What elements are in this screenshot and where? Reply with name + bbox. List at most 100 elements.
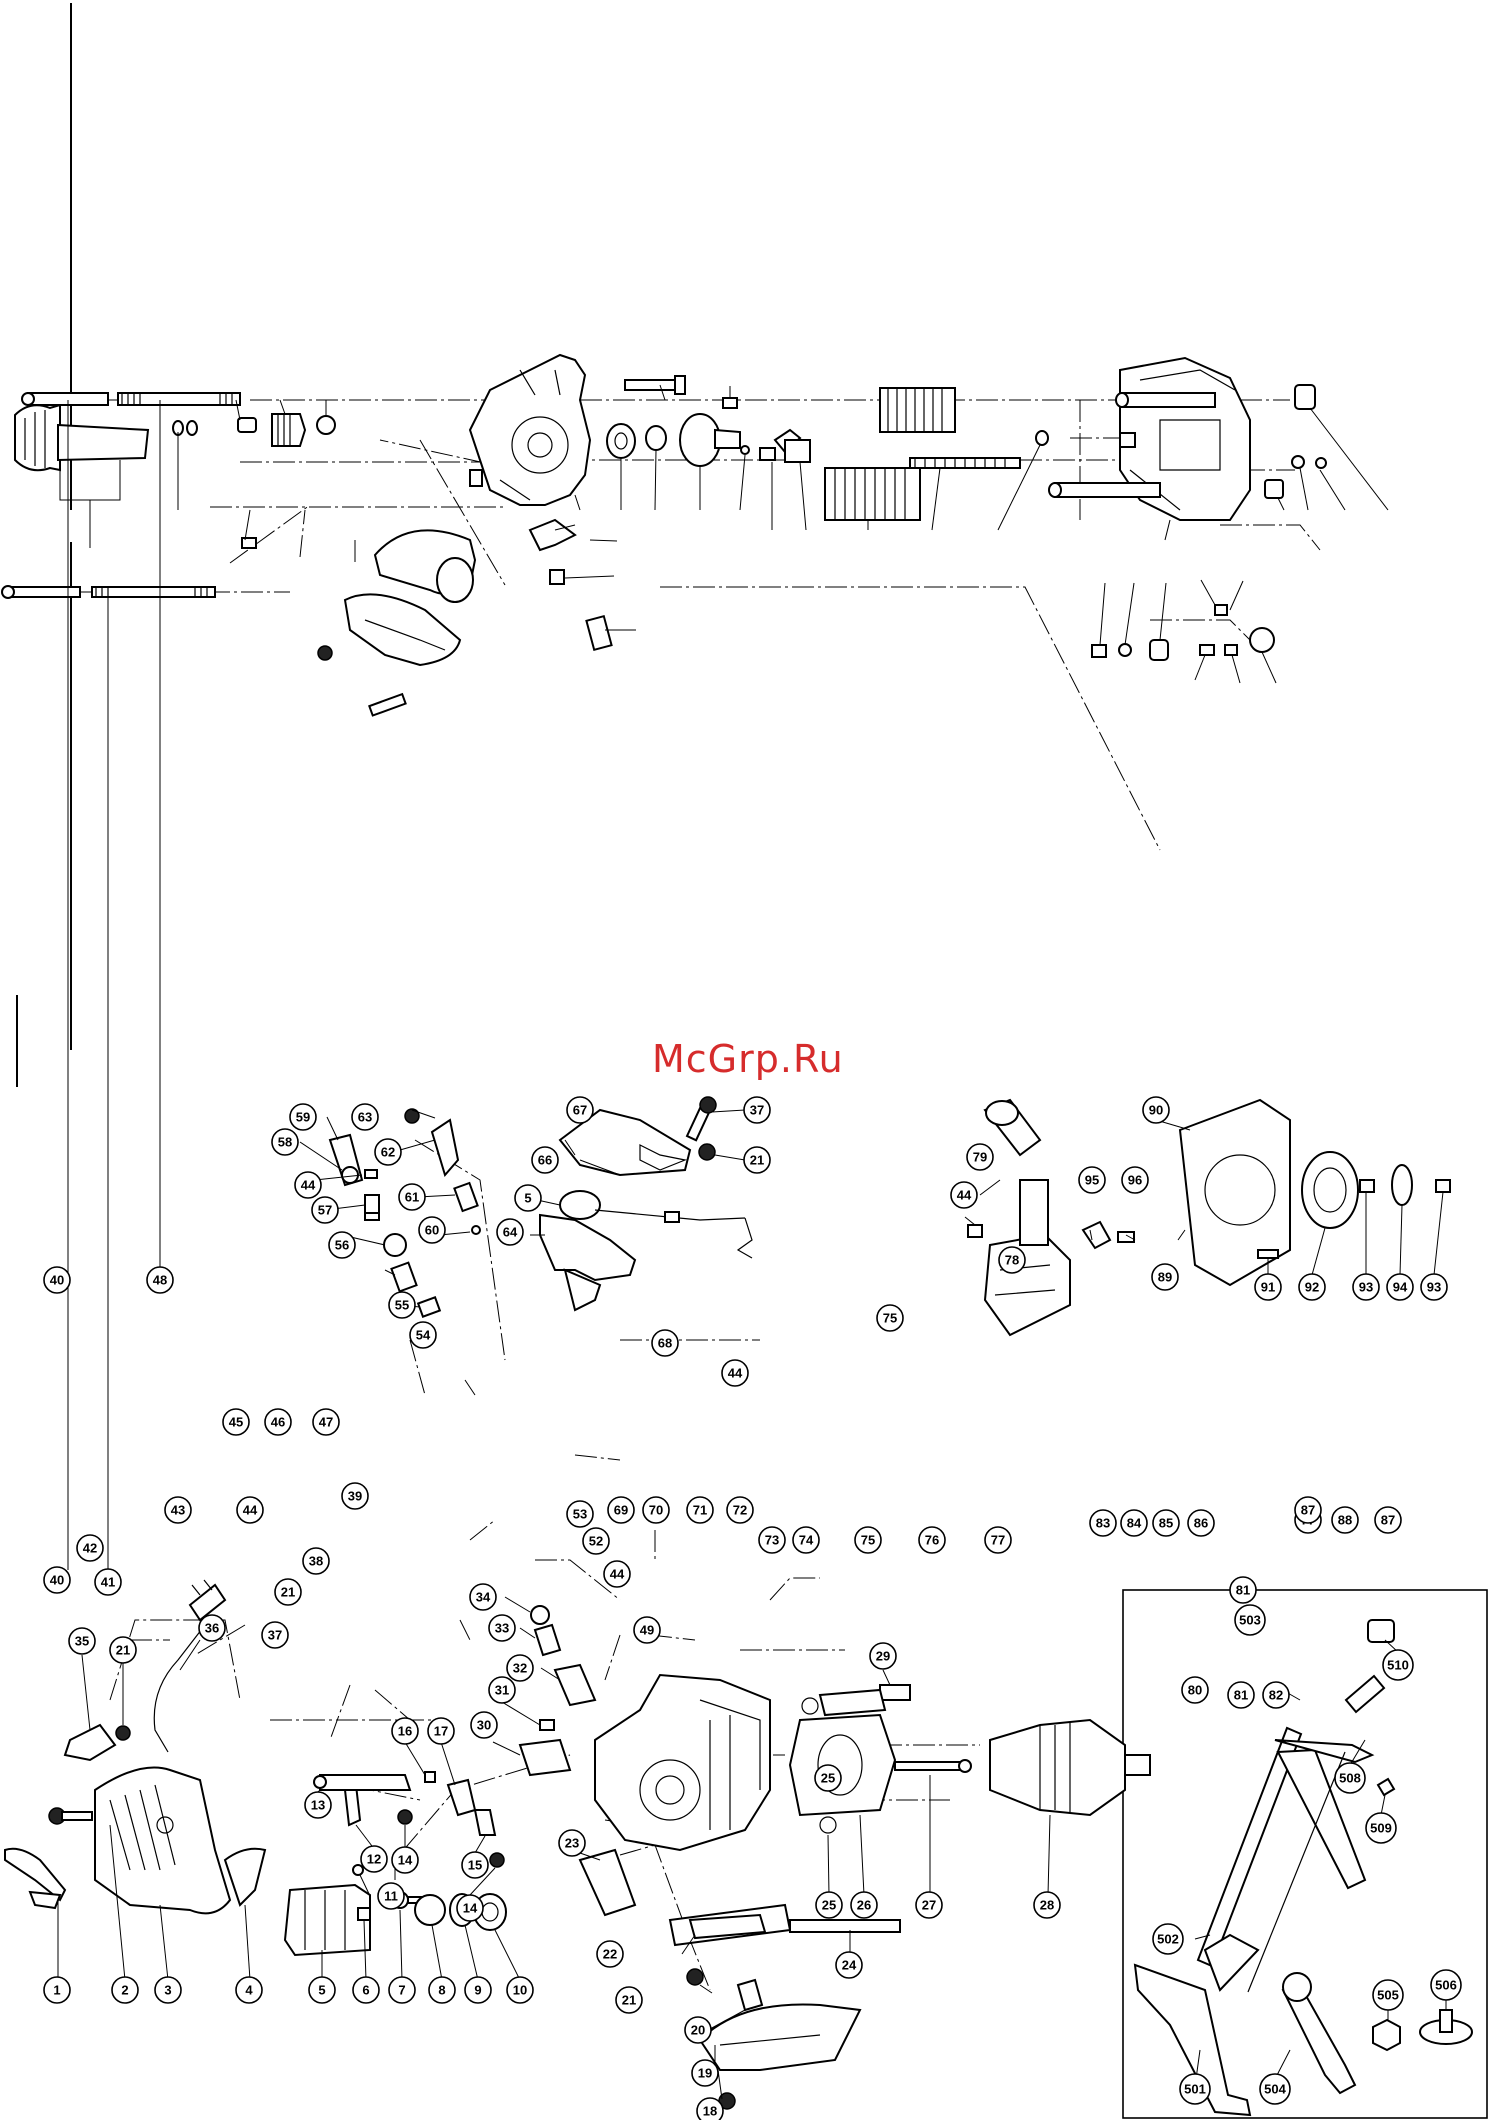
part-label: 503 — [1234, 1604, 1266, 1636]
svg-text:12: 12 — [367, 1852, 381, 1867]
part-label: 30 — [470, 1711, 498, 1739]
part-label: 27 — [915, 1891, 943, 1919]
svg-text:44: 44 — [301, 1178, 316, 1193]
part-label: 4 — [235, 1976, 263, 2004]
svg-text:9: 9 — [474, 1983, 481, 1998]
svg-text:5: 5 — [524, 1191, 531, 1206]
part-label: 75 — [876, 1304, 904, 1332]
part-label: 20 — [684, 2016, 712, 2044]
part-label: 74 — [792, 1526, 820, 1554]
svg-text:53: 53 — [573, 1507, 587, 1522]
part-label: 96 — [1121, 1166, 1149, 1194]
part-label: 14 — [391, 1846, 419, 1874]
svg-text:68: 68 — [658, 1336, 672, 1351]
svg-text:7: 7 — [398, 1983, 405, 1998]
part-label: 32 — [506, 1654, 534, 1682]
svg-text:32: 32 — [513, 1661, 527, 1676]
svg-text:93: 93 — [1427, 1280, 1441, 1295]
svg-text:21: 21 — [750, 1153, 764, 1168]
part-label: 48 — [146, 1266, 174, 1294]
svg-text:44: 44 — [243, 1503, 258, 1518]
part-label: 33 — [488, 1614, 516, 1642]
svg-text:503: 503 — [1239, 1613, 1261, 1628]
svg-text:16: 16 — [398, 1724, 412, 1739]
part-label: 21 — [109, 1636, 137, 1664]
svg-text:89: 89 — [1158, 1270, 1172, 1285]
part-label: 41 — [94, 1568, 122, 1596]
svg-text:56: 56 — [335, 1238, 349, 1253]
part-label: 86 — [1187, 1509, 1215, 1537]
part-label: 21 — [743, 1146, 771, 1174]
svg-text:508: 508 — [1339, 1771, 1361, 1786]
svg-text:85: 85 — [1159, 1516, 1173, 1531]
svg-text:44: 44 — [728, 1366, 743, 1381]
svg-text:87: 87 — [1381, 1513, 1395, 1528]
part-label: 52 — [582, 1527, 610, 1555]
part-label: 13 — [304, 1791, 332, 1819]
part-label: 94 — [1386, 1273, 1414, 1301]
svg-text:1: 1 — [53, 1983, 60, 1998]
svg-text:59: 59 — [296, 1110, 310, 1125]
svg-text:62: 62 — [381, 1145, 395, 1160]
part-label: 34 — [469, 1583, 497, 1611]
part-label: 505 — [1372, 1979, 1404, 2011]
part-label: 28 — [1033, 1891, 1061, 1919]
part-label: 506 — [1430, 1969, 1462, 2001]
part-label: 31 — [488, 1676, 516, 1704]
part-label: 54 — [409, 1321, 437, 1349]
part-label: 66 — [531, 1146, 559, 1174]
part-label: 83 — [1089, 1509, 1117, 1537]
part-label: 504 — [1259, 2073, 1291, 2105]
part-label: 91 — [1254, 1273, 1282, 1301]
svg-text:78: 78 — [1005, 1253, 1019, 1268]
svg-text:93: 93 — [1359, 1280, 1373, 1295]
lower-assembly-parts — [4, 1579, 1151, 2110]
part-label: 71 — [686, 1496, 714, 1524]
svg-text:92: 92 — [1305, 1280, 1319, 1295]
svg-text:14: 14 — [463, 1901, 478, 1916]
part-label: 44 — [950, 1181, 978, 1209]
part-label: 17 — [427, 1717, 455, 1745]
svg-text:43: 43 — [171, 1503, 185, 1518]
part-label: 39 — [341, 1482, 369, 1510]
part-label: 47 — [312, 1408, 340, 1436]
svg-text:13: 13 — [311, 1798, 325, 1813]
svg-text:14: 14 — [398, 1853, 413, 1868]
svg-text:38: 38 — [309, 1554, 323, 1569]
svg-text:46: 46 — [271, 1415, 285, 1430]
part-label: 58 — [271, 1128, 299, 1156]
part-label: 501 — [1179, 2073, 1211, 2105]
svg-text:2: 2 — [121, 1983, 128, 1998]
part-label: 9 — [464, 1976, 492, 2004]
part-label: 510 — [1382, 1649, 1414, 1681]
svg-text:23: 23 — [565, 1836, 579, 1851]
svg-text:39: 39 — [348, 1489, 362, 1504]
part-label: 45 — [222, 1408, 250, 1436]
watermark-text: McGrp.Ru — [652, 1037, 844, 1081]
part-label: 18 — [696, 2097, 724, 2120]
svg-text:52: 52 — [589, 1534, 603, 1549]
svg-text:27: 27 — [922, 1898, 936, 1913]
part-label: 14 — [456, 1894, 484, 1922]
svg-text:87: 87 — [1301, 1503, 1315, 1518]
svg-text:24: 24 — [842, 1958, 857, 1973]
svg-text:57: 57 — [318, 1203, 332, 1218]
svg-text:36: 36 — [205, 1621, 219, 1636]
part-label: 53 — [566, 1500, 594, 1528]
svg-text:70: 70 — [649, 1503, 663, 1518]
svg-text:31: 31 — [495, 1683, 509, 1698]
svg-text:29: 29 — [876, 1649, 890, 1664]
part-label: 19 — [691, 2059, 719, 2087]
part-label: 23 — [558, 1829, 586, 1857]
svg-text:40: 40 — [50, 1273, 64, 1288]
part-label: 7 — [388, 1976, 416, 2004]
part-label: 80 — [1181, 1676, 1209, 1704]
svg-text:48: 48 — [153, 1273, 167, 1288]
svg-text:21: 21 — [281, 1585, 295, 1600]
svg-text:82: 82 — [1269, 1688, 1283, 1703]
svg-text:66: 66 — [538, 1153, 552, 1168]
svg-text:21: 21 — [622, 1993, 636, 2008]
svg-text:44: 44 — [610, 1567, 625, 1582]
part-label: 69 — [607, 1496, 635, 1524]
